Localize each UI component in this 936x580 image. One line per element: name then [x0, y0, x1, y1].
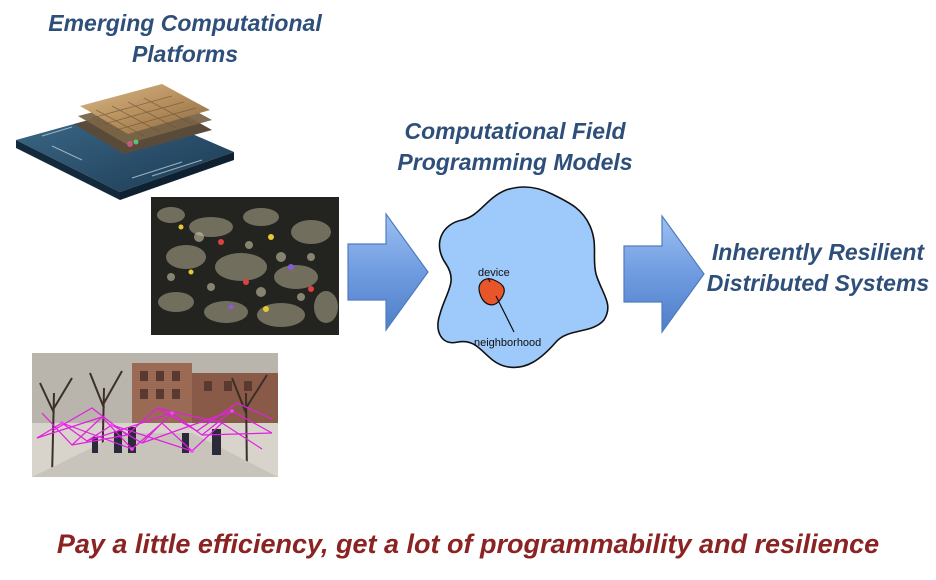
resilient-heading-line2: Distributed Systems [706, 270, 930, 296]
platforms-heading: Emerging Computational Platforms [20, 8, 350, 70]
resilient-heading: Inherently Resilient Distributed Systems [700, 237, 936, 299]
computational-field-diagram: device neighborhood [437, 186, 609, 369]
models-heading-line1: Computational Field [404, 118, 626, 144]
platforms-heading-line2: Platforms [131, 41, 239, 67]
street-scene-texture [32, 353, 278, 477]
models-heading-line2: Programming Models [397, 149, 633, 175]
tagline: Pay a little efficiency, get a lot of pr… [56, 529, 880, 559]
device-pointer [487, 277, 491, 283]
arrow-to-resilient [623, 214, 705, 334]
street-scene-photo [32, 353, 278, 477]
cell-culture-texture [151, 197, 339, 335]
neighborhood-pointer [495, 295, 515, 333]
neighborhood-label: neighborhood [474, 337, 541, 349]
arrow-to-models [347, 212, 429, 332]
resilient-heading-line1: Inherently Resilient [711, 239, 925, 265]
device-label: device [478, 267, 510, 279]
models-heading: Computational Field Programming Models [370, 116, 660, 178]
cell-culture-photo [151, 197, 339, 335]
field-region [437, 186, 609, 369]
chip-stack-illustration [16, 84, 234, 200]
platforms-heading-line1: Emerging Computational [48, 10, 322, 36]
device-shape [478, 278, 505, 306]
